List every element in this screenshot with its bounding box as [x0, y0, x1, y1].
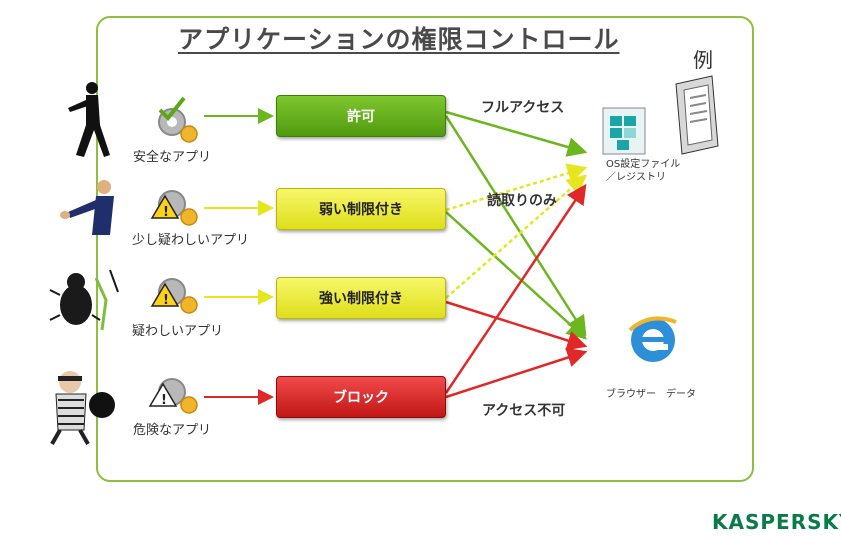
arrow-weak-browser [445, 211, 587, 340]
safe-person-icon [68, 82, 110, 157]
arrow-block-registry [444, 183, 587, 394]
diagram-frame [96, 16, 754, 482]
access-full-label: フルアクセス [481, 100, 565, 116]
page-title: アプリケーションの権限コントロール [178, 25, 620, 54]
gear-danger-icon: ! [148, 378, 198, 414]
level-block-box: ブロック [276, 376, 446, 418]
level-allow-box: 許可 [276, 95, 446, 137]
bug-icon [49, 269, 119, 331]
suspicious-person-icon [60, 180, 114, 235]
svg-text:!: ! [163, 293, 169, 308]
gear-check-icon [158, 96, 198, 143]
registry-files-icon [602, 75, 719, 155]
level-strong-box: 強い制限付き [276, 277, 446, 319]
arrow-block-browser [445, 347, 588, 399]
app-label-safe: 安全なアプリ [133, 150, 212, 165]
arrow-weak-registry [445, 163, 588, 212]
gear-warning-icon: ! [150, 190, 198, 226]
kaspersky-logo: KASPERSKYlab [712, 510, 841, 534]
resource-registry-label: OS設定ファイル ／レジストリ [606, 158, 680, 184]
arrow-allow-browser [444, 115, 587, 337]
arrow-allow-registry [445, 110, 588, 157]
resource-browser-label: ブラウザー データ [606, 389, 696, 400]
svg-text:!: ! [161, 393, 167, 408]
resource-registry-line1: OS設定ファイル [606, 159, 681, 170]
access-none-label: アクセス不可 [482, 403, 566, 419]
level-weak-box: 弱い制限付き [276, 188, 446, 230]
arrow-strong-registry [445, 174, 587, 299]
gear-warning-icon: ! [150, 278, 198, 314]
access-readonly-label: 読取りのみ [487, 193, 557, 209]
example-label: 例 [693, 48, 713, 72]
app-label-slight: 少し疑わしいアプリ [132, 233, 250, 248]
browser-e-icon [628, 316, 677, 362]
app-label-dangerous: 危険なアプリ [133, 423, 212, 438]
resource-registry-line2: ／レジストリ [606, 172, 666, 183]
arrow-strong-browser [445, 300, 588, 351]
app-label-suspicious: 疑わしいアプリ [132, 324, 224, 339]
thief-icon [50, 371, 115, 445]
svg-text:!: ! [163, 205, 169, 220]
logo-text: KASPERSKY [712, 510, 841, 534]
